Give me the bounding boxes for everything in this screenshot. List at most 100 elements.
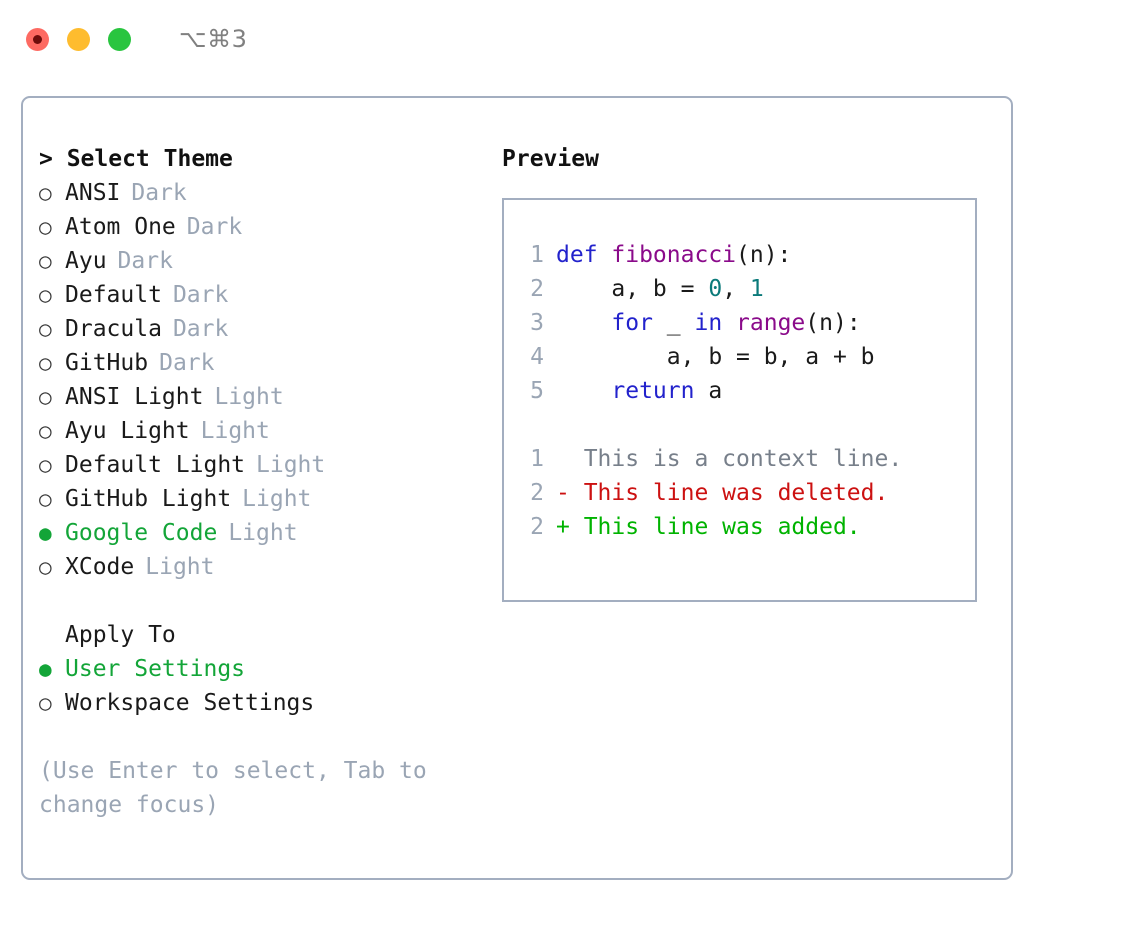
code-text: return a (556, 374, 722, 408)
diff-text: This line was deleted. (569, 480, 889, 506)
radio-unselected-icon: ○ (39, 453, 52, 477)
radio-unselected-icon: ○ (39, 215, 52, 239)
code-token-plain: (n): (736, 242, 792, 268)
theme-variant-tag: Dark (159, 350, 215, 376)
diff-marker: + (556, 514, 570, 540)
close-button[interactable] (26, 27, 49, 51)
maximize-button[interactable] (108, 27, 131, 51)
apply-to-option[interactable]: ● User Settings (39, 652, 499, 686)
theme-variant-tag: Dark (131, 180, 187, 206)
code-token-plain: a, b = (556, 276, 709, 302)
line-number: 2 (530, 514, 544, 540)
diff-line: 2 + This line was added. (504, 510, 975, 544)
line-number: 2 (530, 480, 544, 506)
code-token-num: 0 (708, 276, 723, 302)
radio-unselected-icon: ○ (39, 555, 52, 579)
code-token-kw: return (611, 378, 695, 404)
select-theme-heading: > Select Theme (39, 146, 233, 172)
apply-to-option[interactable]: ○ Workspace Settings (39, 686, 499, 720)
code-token-kw: def (556, 242, 612, 268)
radio-unselected-icon: ○ (39, 419, 52, 443)
theme-name: Ayu (65, 248, 107, 274)
keyboard-hint-text: (Use Enter to select, Tab to change focu… (39, 758, 441, 818)
radio-selected-icon: ● (39, 657, 52, 681)
diff-text: This line was added. (569, 514, 861, 540)
preview-spacer (504, 408, 975, 442)
theme-list-item[interactable]: ● Google Code Light (39, 516, 499, 550)
theme-name: Google Code (65, 520, 218, 546)
code-token-kw: in (694, 310, 723, 336)
code-token-plain (556, 378, 611, 404)
theme-variant-tag: Light (228, 520, 298, 546)
theme-name: ANSI (65, 180, 121, 206)
theme-variant-tag: Dark (117, 248, 173, 274)
code-line: 5 return a (504, 374, 975, 408)
preview-heading: Preview (502, 146, 599, 172)
code-text: a, b = b, a + b (556, 340, 875, 374)
code-line: 3 for _ in range(n): (504, 306, 975, 340)
theme-list-item[interactable]: ○ GitHub Dark (39, 346, 499, 380)
title-bar: ⌥⌘3 (0, 0, 1140, 78)
code-token-num: 1 (749, 276, 764, 302)
code-token-fn: fibonacci (611, 242, 737, 268)
radio-selected-icon: ● (39, 521, 52, 545)
theme-name: Dracula (65, 316, 162, 342)
code-text: for _ in range(n): (556, 306, 861, 340)
theme-name: Default (65, 282, 162, 308)
radio-unselected-icon: ○ (39, 385, 52, 409)
radio-unselected-icon: ○ (39, 283, 52, 307)
theme-list-item[interactable]: ○ ANSI Dark (39, 176, 499, 210)
apply-to-label: Workspace Settings (65, 690, 315, 716)
diff-marker (556, 442, 570, 476)
theme-name: Ayu Light (65, 418, 190, 444)
theme-list-item[interactable]: ○ Ayu Dark (39, 244, 499, 278)
code-token-plain: a, b = b, a + b (556, 344, 875, 370)
diff-marker: - (556, 480, 570, 506)
theme-name: XCode (65, 554, 135, 580)
radio-unselected-icon: ○ (39, 249, 52, 273)
code-line: 4 a, b = b, a + b (504, 340, 975, 374)
line-number: 1 (530, 242, 544, 268)
code-token-kw: for (611, 310, 653, 336)
theme-name: Atom One (65, 214, 176, 240)
radio-unselected-icon: ○ (39, 691, 52, 715)
code-token-plain: , (722, 276, 750, 302)
diff-sample: 1 This is a context line. 2- This line wa… (504, 442, 975, 544)
apply-to-list[interactable]: ● User Settings ○ Workspace Settings (39, 652, 499, 720)
code-token-plain: (n): (805, 310, 861, 336)
line-number: 5 (530, 378, 544, 404)
radio-unselected-icon: ○ (39, 351, 52, 375)
radio-unselected-icon: ○ (39, 181, 52, 205)
diff-text: This is a context line. (569, 446, 903, 472)
code-line: 1 def fibonacci(n): (504, 238, 975, 272)
theme-name: GitHub (65, 350, 149, 376)
line-number: 1 (530, 446, 544, 472)
theme-variant-tag: Light (214, 384, 284, 410)
window-controls (26, 27, 131, 51)
apply-to-label: User Settings (65, 656, 246, 682)
code-text: def fibonacci(n): (556, 238, 791, 272)
theme-variant-tag: Light (200, 418, 270, 444)
apply-to-section: Apply To ● User Settings ○ Workspace Settin… (39, 618, 499, 720)
apply-to-heading: Apply To (65, 622, 176, 648)
radio-unselected-icon: ○ (39, 487, 52, 511)
diff-line: 2- This line was deleted. (504, 476, 975, 510)
code-token-plain: _ (652, 310, 695, 336)
minimize-button[interactable] (67, 27, 90, 51)
theme-list-item[interactable]: ○ Ayu Light Light (39, 414, 499, 448)
line-number: 2 (530, 276, 544, 302)
